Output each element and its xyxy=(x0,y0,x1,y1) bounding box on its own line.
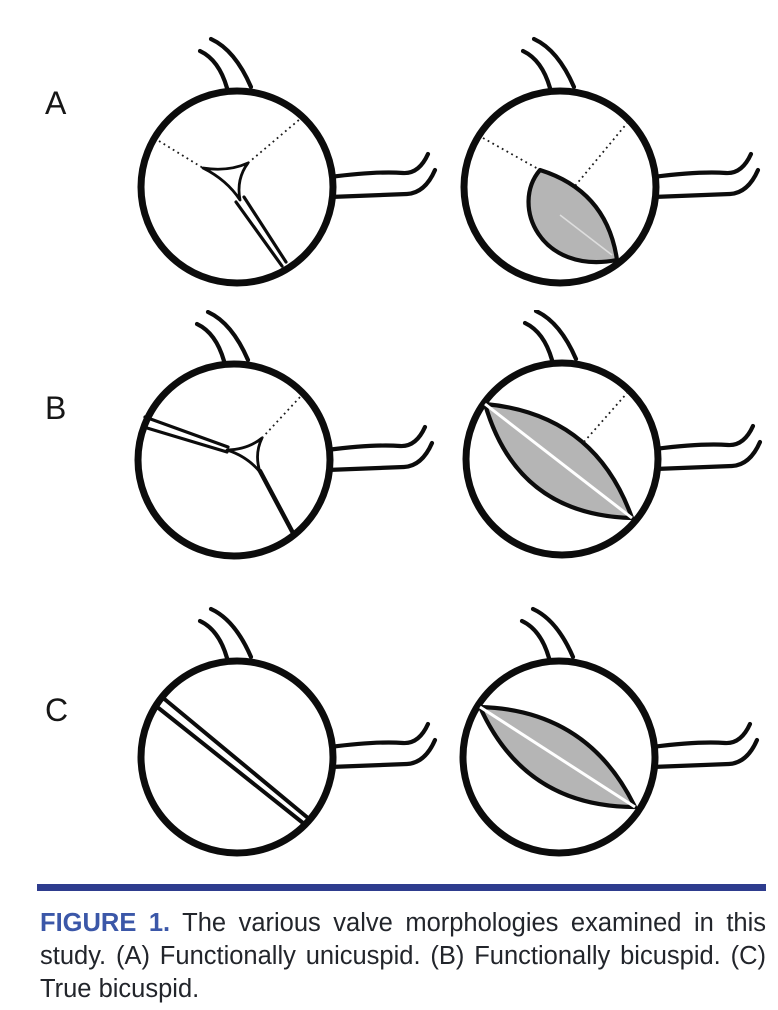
caption-line-3: True bicuspid. xyxy=(40,975,200,1003)
valve-a-open xyxy=(464,39,758,283)
valve-orifice-lens xyxy=(526,167,620,265)
valve-c-open xyxy=(463,609,757,853)
caption-rule xyxy=(37,884,766,891)
panel-a-diagrams xyxy=(0,0,778,300)
panel-b-diagrams xyxy=(0,310,778,600)
valve-a-closed xyxy=(141,39,435,283)
valve-b-open xyxy=(466,311,760,555)
raphe-white-line xyxy=(484,402,633,520)
open-commissure-line xyxy=(242,195,288,264)
caption-line-2: study. (A) Functionally unicuspid. (B) F… xyxy=(40,942,766,970)
fused-raphe-double-line xyxy=(143,415,230,449)
valve-b-closed xyxy=(138,312,432,556)
raphe-white-line xyxy=(479,705,636,809)
fused-raphe-double-line xyxy=(145,426,229,454)
fused-commissure-dotted-line xyxy=(582,391,629,444)
commissure-line xyxy=(154,704,305,825)
panel-label-a: A xyxy=(45,85,67,121)
caption-text-part-1: The various valve morphologies examined … xyxy=(182,909,767,937)
figure-caption: FIGURE 1. The various valve morphologies… xyxy=(40,907,766,1006)
orifice-fold-line xyxy=(559,214,613,256)
figure-number-label: FIGURE 1. xyxy=(40,909,171,937)
commissure-junction xyxy=(201,161,250,202)
panel-label-b: B xyxy=(45,390,67,426)
open-commissure-line xyxy=(257,468,296,536)
panel-label-c: C xyxy=(45,692,69,728)
valve-c-closed xyxy=(141,609,435,853)
commissure-junction xyxy=(225,436,264,474)
fused-commissure-dotted-line xyxy=(247,118,301,164)
panel-c-diagrams xyxy=(0,605,778,870)
commissure-line xyxy=(160,695,310,820)
caption-line-1: FIGURE 1. The various valve morphologies… xyxy=(40,907,766,940)
fused-commissure-dotted-line xyxy=(261,395,302,439)
fused-commissure-dotted-line xyxy=(482,137,541,171)
open-commissure-line xyxy=(234,200,284,268)
